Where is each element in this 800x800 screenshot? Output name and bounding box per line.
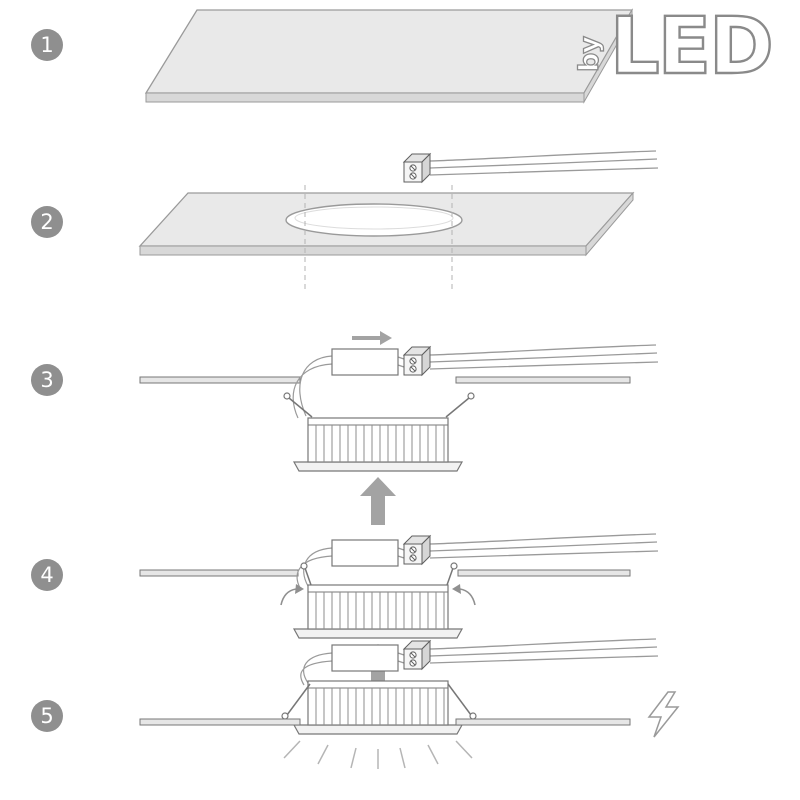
mounting-spring-right xyxy=(446,562,458,586)
mounting-spring-left xyxy=(281,683,311,720)
wire-connector xyxy=(403,153,431,183)
downlight-body xyxy=(293,680,463,735)
ceiling-section-right xyxy=(455,376,631,384)
ceiling-panel xyxy=(144,9,634,94)
lightning-bolt-icon xyxy=(647,691,680,738)
driver-to-connector-wires xyxy=(397,547,405,559)
step-4 xyxy=(139,533,659,692)
step-5-badge: 5 xyxy=(31,700,63,732)
driver-to-spot-wires xyxy=(300,652,333,686)
cutout-hole-inner xyxy=(294,206,454,230)
arrow-up-icon xyxy=(360,477,396,525)
step-5-number: 5 xyxy=(40,704,53,728)
step-1-number: 1 xyxy=(40,33,53,57)
downlight-body xyxy=(293,584,463,639)
step-2-number: 2 xyxy=(40,210,53,234)
ceiling-section-left xyxy=(139,569,299,577)
mains-wires xyxy=(429,638,659,664)
brand-name: LED xyxy=(610,2,772,92)
wire-connector xyxy=(403,535,431,565)
wire-connector xyxy=(403,640,431,670)
arrow-right-icon xyxy=(352,331,392,345)
driver-to-connector-wires xyxy=(397,356,405,368)
mains-wires xyxy=(429,533,659,559)
brand-logo: by LED xyxy=(573,1,775,93)
mounting-spring-left xyxy=(300,562,312,586)
ceiling-section-right xyxy=(457,569,631,577)
led-driver xyxy=(331,644,399,672)
step-4-number: 4 xyxy=(40,563,53,587)
mounting-spring-right xyxy=(447,683,477,720)
step-3 xyxy=(139,331,659,525)
mains-wires xyxy=(429,150,659,176)
ceiling-section-left xyxy=(139,376,301,384)
step-5 xyxy=(139,638,680,769)
rotate-arrow-icon-left xyxy=(280,584,304,606)
step-4-badge: 4 xyxy=(31,559,63,591)
cutout-hole xyxy=(285,203,463,237)
step-2-badge: 2 xyxy=(31,206,63,238)
light-rays xyxy=(283,740,473,769)
wire-connector xyxy=(403,346,431,376)
brand-prefix: by xyxy=(574,36,605,72)
ceiling-section-left xyxy=(139,718,301,726)
ceiling-panel-front-edge xyxy=(139,245,587,256)
driver-to-connector-wires xyxy=(397,652,405,664)
step-1-badge: 1 xyxy=(31,29,63,61)
rotate-arrow-icon-right xyxy=(452,584,476,606)
driver-to-spot-wires xyxy=(292,355,333,419)
led-driver xyxy=(331,348,399,376)
ceiling-section-right xyxy=(455,718,631,726)
step-1 xyxy=(144,8,634,104)
mains-wires xyxy=(429,344,659,370)
mounting-spring-left xyxy=(283,392,313,418)
step-2 xyxy=(138,150,659,290)
step-3-number: 3 xyxy=(40,368,53,392)
led-driver xyxy=(331,539,399,567)
downlight-body xyxy=(293,417,463,472)
mounting-spring-right xyxy=(445,392,475,418)
ceiling-panel-front-edge xyxy=(145,92,585,103)
step-3-badge: 3 xyxy=(31,364,63,396)
